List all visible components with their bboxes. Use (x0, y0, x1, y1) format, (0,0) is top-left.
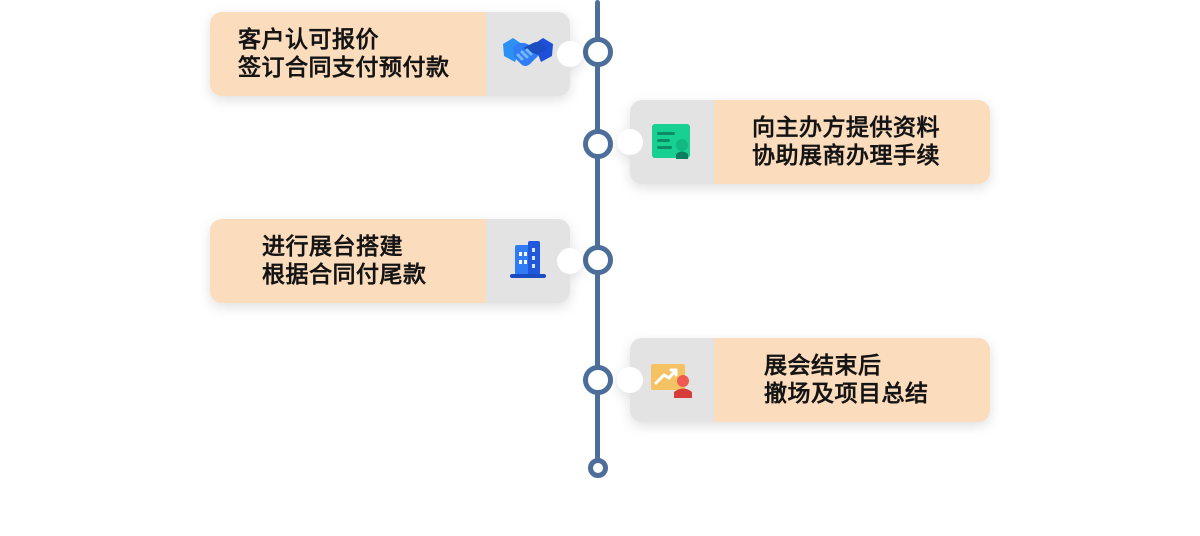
step-4-icon-panel (617, 338, 714, 422)
step-2-text-panel: 向主办方提供资料 协助展商办理手续 (714, 100, 990, 184)
step-2-icon-panel (617, 100, 714, 184)
handshake-icon (503, 38, 553, 66)
timeline-node-4 (583, 365, 613, 395)
timeline-line (595, 0, 600, 465)
presentation-icon (651, 364, 692, 398)
step-3-text-panel: 进行展台搭建 根据合同付尾款 (210, 219, 486, 303)
step-4-line-2: 撤场及项目总结 (764, 381, 929, 407)
step-2-notch (617, 129, 643, 155)
step-4-text-panel: 展会结束后 撤场及项目总结 (714, 338, 990, 422)
timeline-node-1 (583, 37, 613, 67)
step-1-text-panel: 客户认可报价 签订合同支付预付款 (210, 12, 486, 96)
step-1-line-1: 客户认可报价 (238, 27, 379, 53)
timeline-node-3 (583, 245, 613, 275)
step-1-line-2: 签订合同支付预付款 (238, 55, 450, 81)
step-card-2: 向主办方提供资料 协助展商办理手续 (617, 100, 990, 184)
timeline-node-2 (583, 129, 613, 159)
certificate-icon (652, 124, 690, 159)
step-card-1: 客户认可报价 签订合同支付预付款 (210, 12, 583, 96)
step-1-notch (557, 41, 583, 67)
step-3-icon-panel (486, 219, 583, 303)
step-card-4: 展会结束后 撤场及项目总结 (617, 338, 990, 422)
step-3-line-1: 进行展台搭建 (262, 234, 403, 260)
step-4-notch (617, 367, 643, 393)
step-3-line-2: 根据合同付尾款 (262, 262, 427, 288)
step-2-line-2: 协助展商办理手续 (752, 143, 940, 169)
building-icon (510, 241, 546, 278)
step-2-line-1: 向主办方提供资料 (752, 115, 940, 141)
step-3-notch (557, 248, 583, 274)
step-card-3: 进行展台搭建 根据合同付尾款 (210, 219, 583, 303)
step-1-icon-panel (486, 12, 583, 96)
timeline-end-node (588, 458, 608, 478)
step-4-line-1: 展会结束后 (764, 353, 882, 379)
